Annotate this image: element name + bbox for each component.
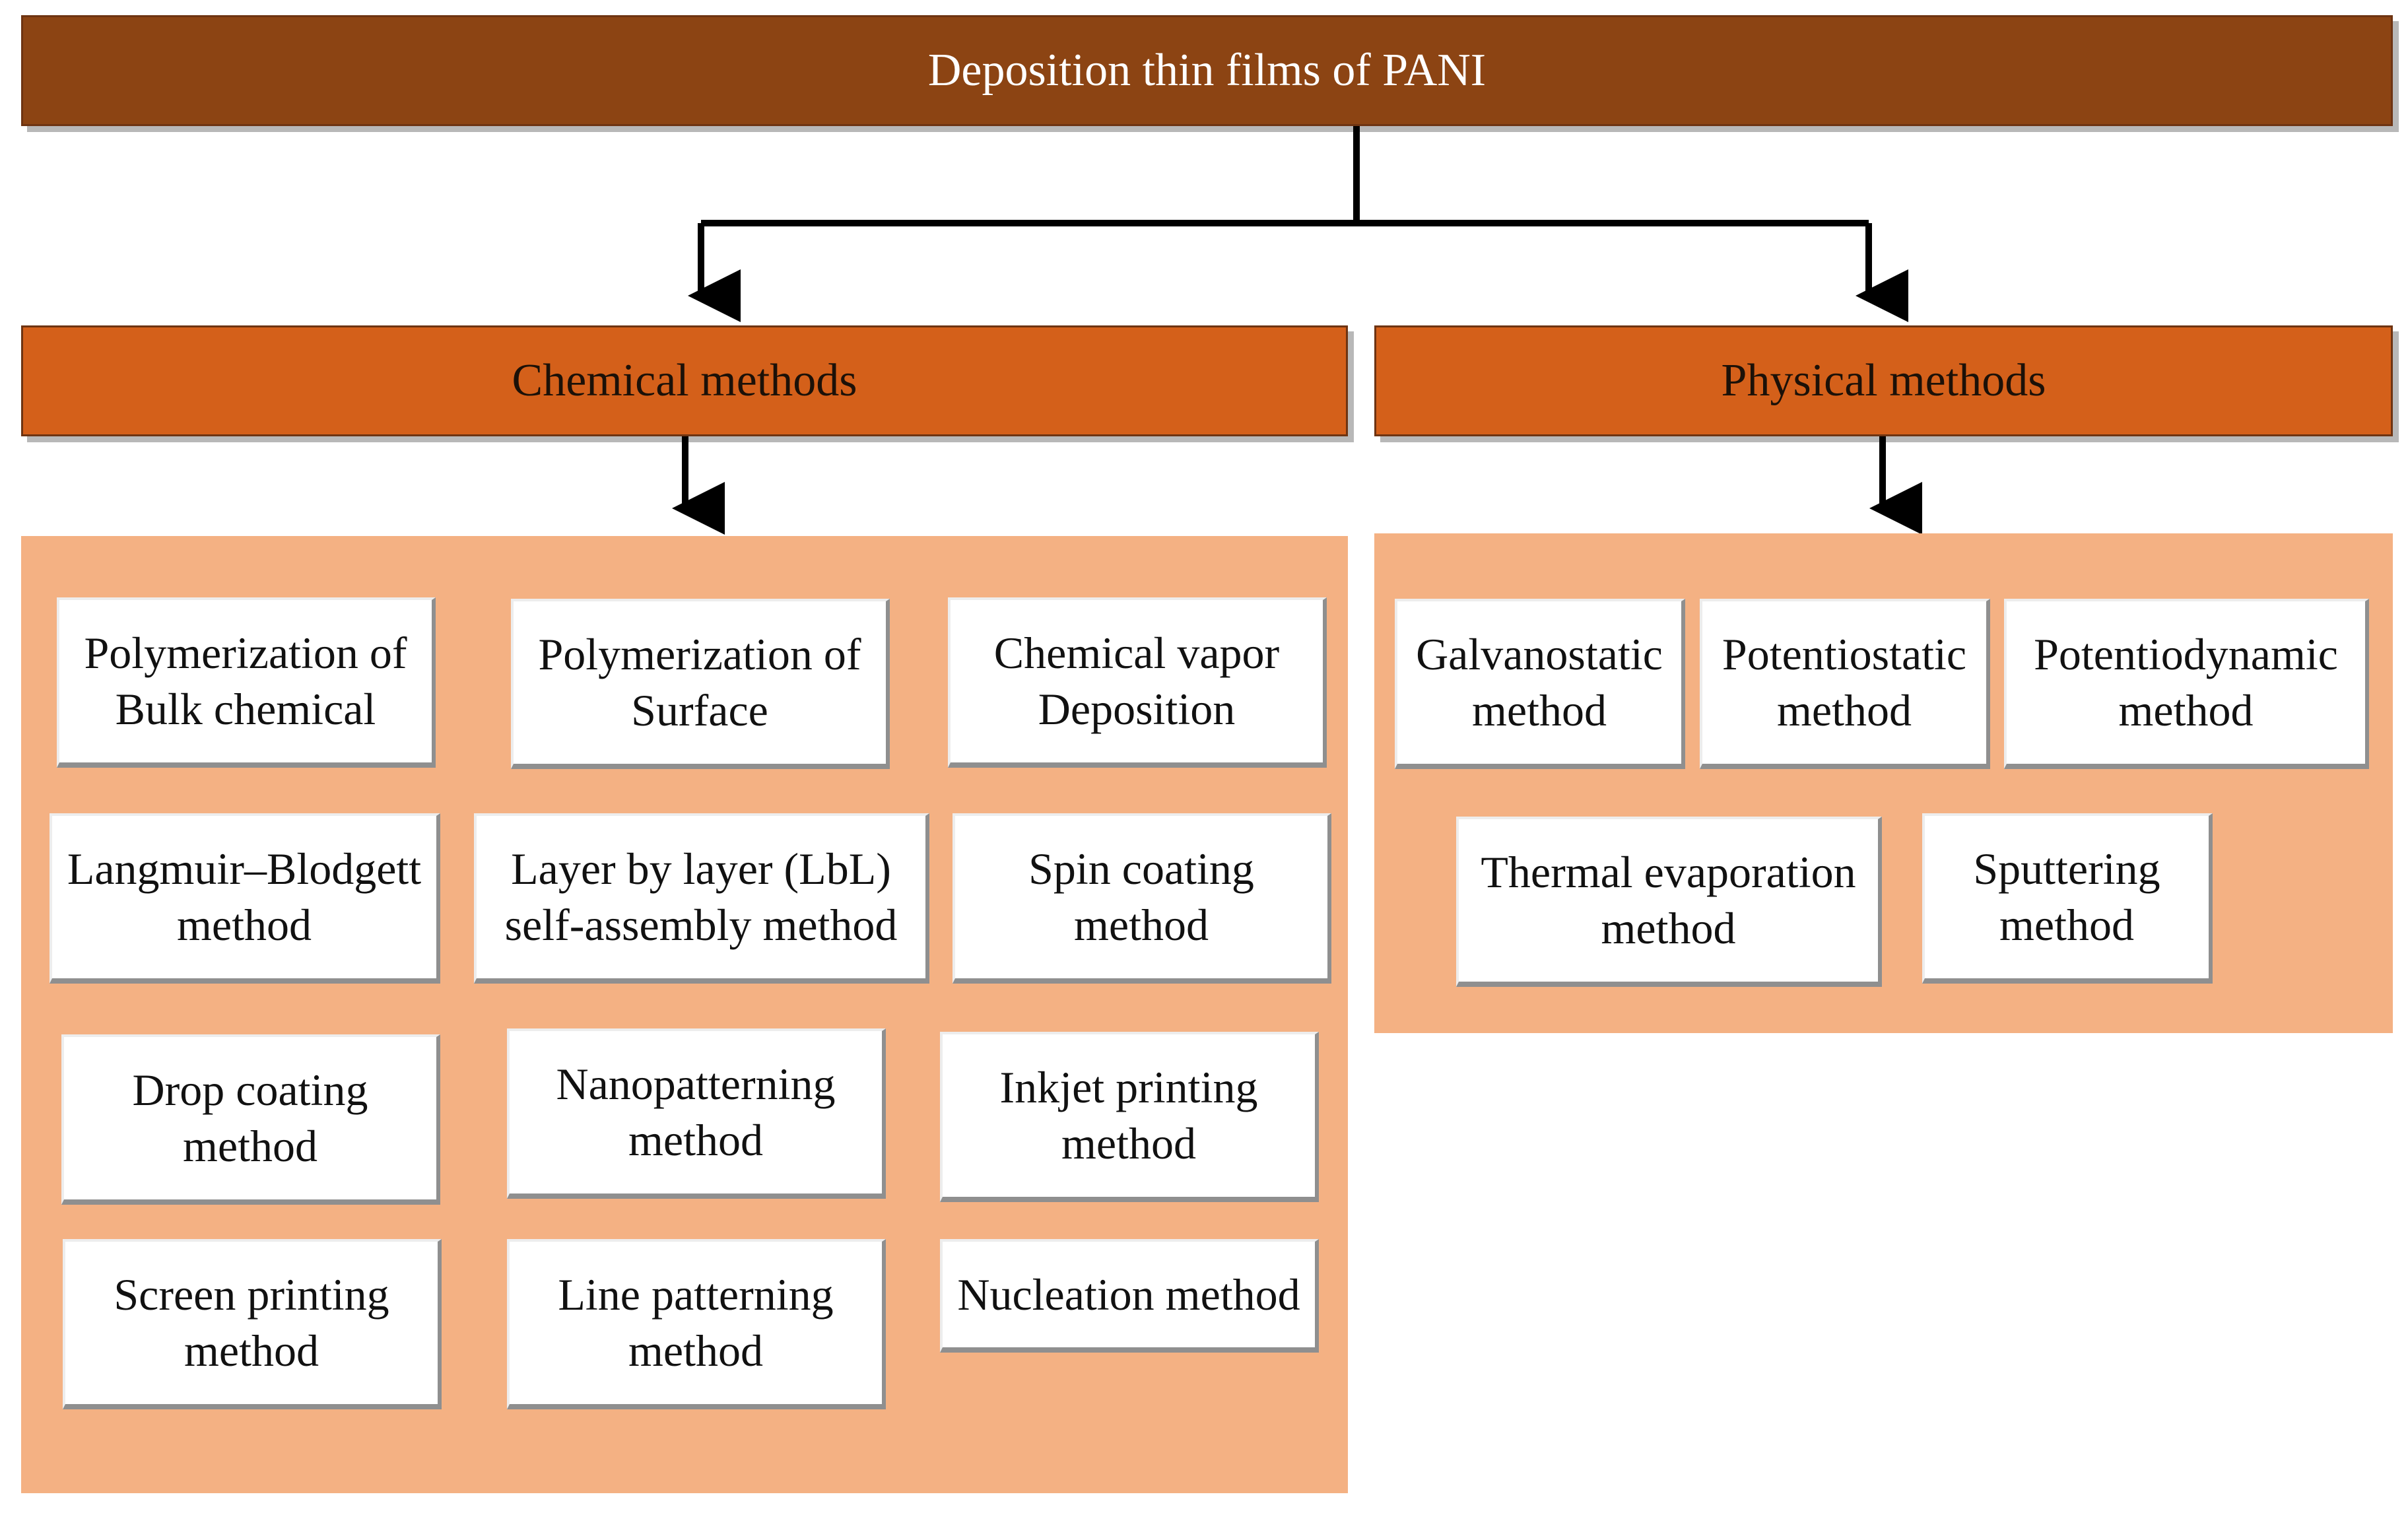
method-card-thermal-evaporation: Thermal evaporation method	[1456, 817, 1882, 987]
method-card-inkjet-printing: Inkjet printing method	[940, 1032, 1319, 1202]
method-card-screen-printing: Screen printing method	[63, 1239, 442, 1409]
method-card-nanopatterning: Nanopatterning method	[507, 1028, 886, 1199]
method-card-line-patterning: Line patterning method	[507, 1239, 886, 1409]
chemical-methods-header: Chemical methods	[21, 325, 1348, 436]
root-node: Deposition thin films of PANI	[21, 15, 2393, 126]
physical-methods-label: Physical methods	[1721, 355, 2046, 406]
method-card-langmuir-blodgett: Langmuir–Blodgett method	[50, 813, 440, 984]
method-card-potentiodynamic: Potentiodynamic method	[2004, 599, 2369, 769]
method-card-spin-coating: Spin coating method	[953, 813, 1331, 984]
method-card-potentiostatic: Potentiostatic method	[1700, 599, 1990, 769]
method-card-drop-coating: Drop coating method	[61, 1034, 440, 1205]
method-card-chemical-vapor-deposition: Chemical vapor Deposition	[948, 597, 1327, 768]
method-card-nucleation: Nucleation method	[940, 1239, 1319, 1353]
method-card-layer-by-layer: Layer by layer (LbL) self-assembly metho…	[474, 813, 929, 984]
method-card-polymerization-bulk: Polymerization of Bulk chemical	[57, 597, 436, 768]
root-label: Deposition thin films of PANI	[927, 45, 1487, 96]
method-card-polymerization-surface: Polymerization of Surface	[511, 599, 890, 769]
chemical-methods-label: Chemical methods	[512, 355, 857, 406]
method-card-galvanostatic: Galvanostatic method	[1395, 599, 1685, 769]
physical-methods-header: Physical methods	[1374, 325, 2393, 436]
method-card-sputtering: Sputtering method	[1922, 813, 2213, 984]
